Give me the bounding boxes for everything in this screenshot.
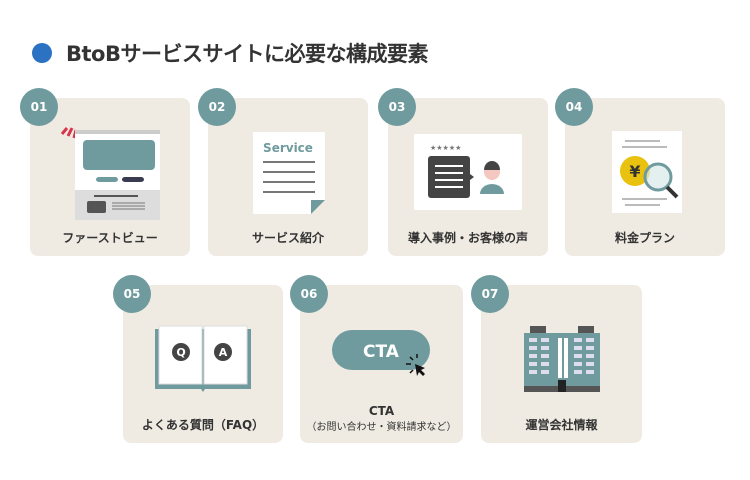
- price-search-icon: ¥: [565, 122, 725, 222]
- card-label: ファーストビュー: [62, 231, 158, 245]
- card-label: 導入事例・お客様の声: [407, 231, 528, 245]
- document-icon: Service: [208, 122, 368, 222]
- svg-text:Q: Q: [176, 346, 185, 359]
- cta-button-icon: CTA: [300, 305, 463, 395]
- card-testimonials: 03 ★★★★★ 導入事例・お客様の声: [378, 88, 548, 256]
- webpage-icon: [30, 122, 190, 222]
- testimonial-icon: ★★★★★: [388, 122, 548, 222]
- building-icon: [481, 309, 642, 409]
- card-cta: 06 CTA CTA（お問い合わせ・資料請求など）: [290, 275, 463, 443]
- card-pricing: 04 ¥ 料金プラン: [555, 88, 725, 256]
- step-badge: 03: [378, 88, 416, 126]
- step-badge: 04: [555, 88, 593, 126]
- card-label: 料金プラン: [614, 231, 675, 245]
- svg-text:A: A: [219, 346, 228, 359]
- step-badge: 02: [198, 88, 236, 126]
- step-badge: 05: [113, 275, 151, 313]
- page-title: BtoBサービスサイトに必要な構成要素: [66, 42, 428, 66]
- doc-title: Service: [263, 141, 313, 155]
- card-company: 07 運営会社情報: [471, 275, 642, 443]
- card-service: 02 Service サービス紹介: [198, 88, 368, 256]
- card-label: サービス紹介: [251, 231, 324, 245]
- card-label: 運営会社情報: [525, 418, 598, 432]
- title-bullet-icon: [32, 43, 52, 63]
- card-sublabel: （お問い合わせ・資料請求など）: [306, 422, 457, 433]
- card-label: CTA（お問い合わせ・資料請求など）: [300, 404, 463, 433]
- cta-text: CTA: [363, 342, 400, 362]
- step-badge: 01: [20, 88, 58, 126]
- step-badge: 07: [471, 275, 509, 313]
- step-badge: 06: [290, 275, 328, 313]
- card-label: よくある質問（FAQ）: [141, 418, 265, 432]
- star-rating: ★★★★★: [430, 144, 461, 152]
- yen-symbol: ¥: [629, 162, 640, 181]
- card-first-view: 01 ファーストビュー: [20, 88, 190, 256]
